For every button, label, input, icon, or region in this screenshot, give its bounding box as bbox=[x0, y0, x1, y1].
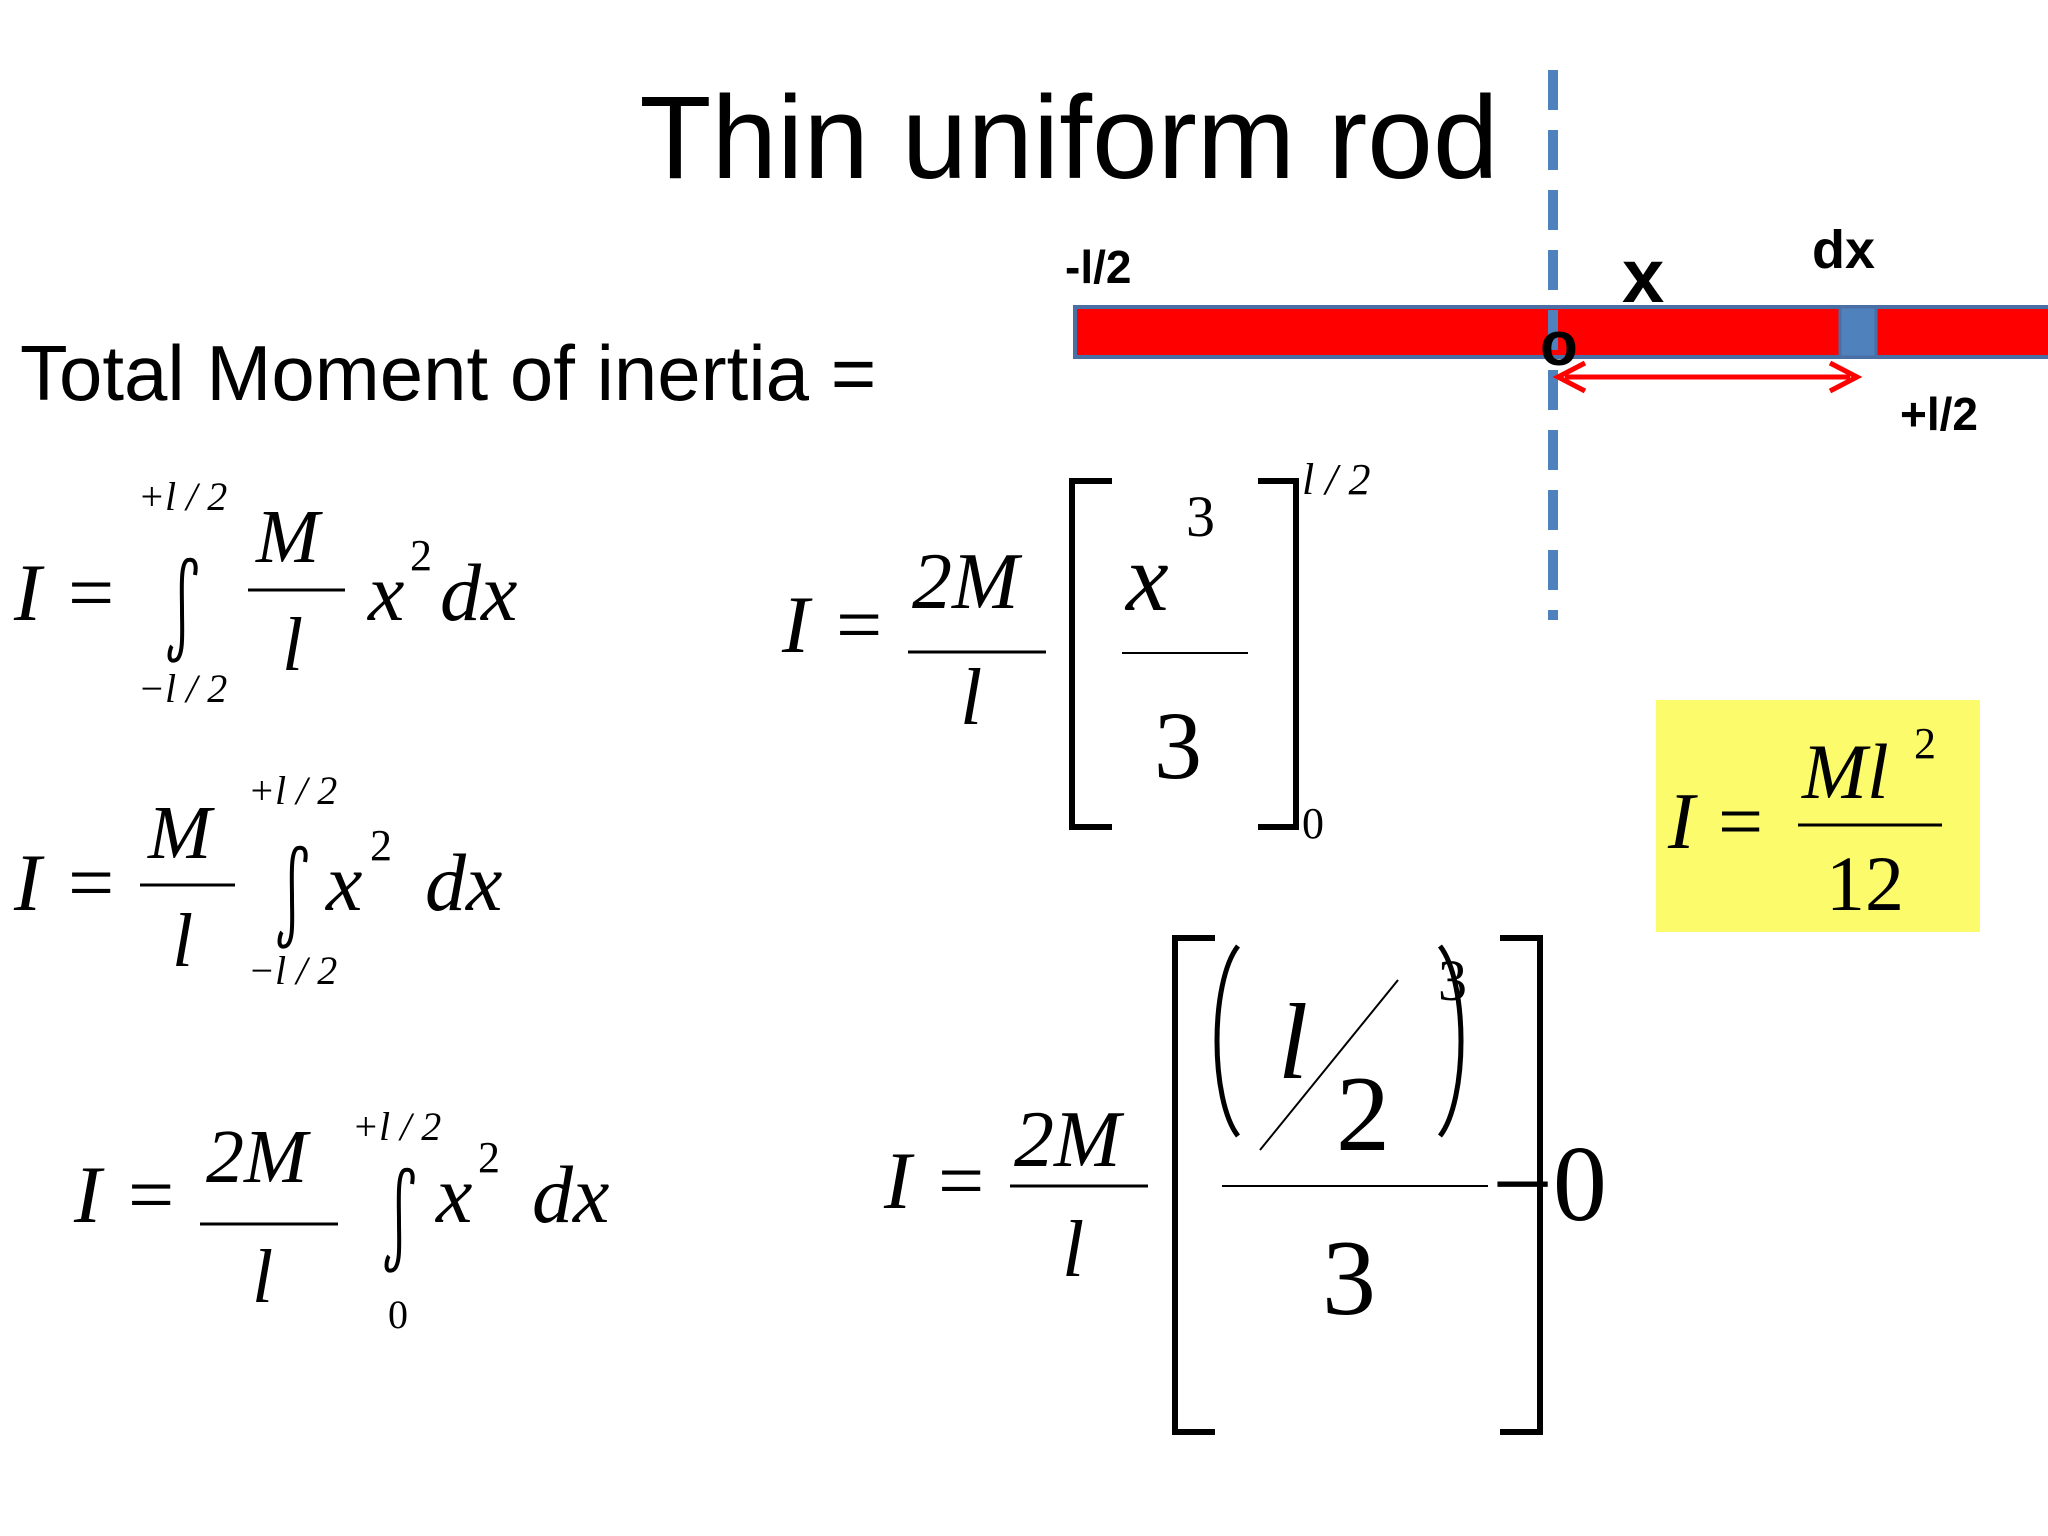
eq5-l: l bbox=[1278, 983, 1308, 1102]
equation-5: I = 2M l l 2 3 3 −0 bbox=[883, 935, 1607, 1435]
eq3-equals: = bbox=[128, 1149, 174, 1240]
eq3-lhs: I bbox=[73, 1149, 105, 1240]
eq1-dx: dx bbox=[440, 547, 517, 638]
eq4-inner-exponent: 3 bbox=[1186, 484, 1215, 549]
eq1-exponent: 2 bbox=[410, 531, 432, 580]
result-equals: = bbox=[1718, 778, 1763, 866]
eq2-integral-sign bbox=[277, 845, 308, 949]
eq5-two: 2 bbox=[1336, 1055, 1390, 1174]
equation-4: I = 2M l x 3 3 l / 2 0 bbox=[781, 455, 1370, 848]
eq4-denominator: l bbox=[960, 654, 982, 742]
arrow-head-right bbox=[1828, 360, 1863, 394]
element-label: dx bbox=[1812, 220, 1875, 280]
eq5-exponent: 3 bbox=[1438, 948, 1467, 1013]
result-highlight-box bbox=[1656, 700, 1980, 932]
eq3-dx: dx bbox=[532, 1149, 609, 1240]
eq2-upper-limit: +l / 2 bbox=[248, 768, 337, 813]
eq1-equals: = bbox=[68, 547, 114, 638]
eq4-lower-limit: 0 bbox=[1302, 799, 1324, 848]
eq3-numerator: 2M bbox=[206, 1115, 311, 1199]
eq5-right-bracket bbox=[1500, 935, 1543, 1435]
left-end-label: -l/2 bbox=[1065, 241, 1131, 293]
eq4-numerator: 2M bbox=[912, 538, 1023, 626]
total-moment-heading: Total Moment of inertia = bbox=[20, 329, 877, 417]
equation-3: I = 2M l +l / 2 0 x 2 dx bbox=[73, 1104, 609, 1337]
eq1-lhs: I bbox=[13, 547, 45, 638]
result-exponent: 2 bbox=[1914, 719, 1936, 768]
eq5-numerator: 2M bbox=[1014, 1096, 1125, 1184]
eq4-left-bracket bbox=[1069, 478, 1112, 830]
eq5-equals: = bbox=[938, 1135, 984, 1226]
eq5-minus-zero: −0 bbox=[1492, 1125, 1607, 1244]
eq2-lower-limit: −l / 2 bbox=[248, 948, 337, 993]
eq1-denominator: l bbox=[282, 603, 303, 687]
eq2-denominator: l bbox=[172, 899, 193, 983]
eq5-lhs: I bbox=[883, 1135, 915, 1226]
eq2-dx: dx bbox=[425, 837, 502, 928]
result-equation: I = Ml 2 12 bbox=[1667, 719, 1942, 927]
position-label: x bbox=[1622, 234, 1664, 319]
element-dx bbox=[1838, 305, 1878, 359]
eq4-right-bracket bbox=[1258, 478, 1299, 830]
eq1-integral-sign bbox=[167, 557, 198, 663]
eq5-right-paren bbox=[1437, 944, 1464, 1138]
arrow-head-left bbox=[1552, 360, 1587, 394]
eq1-lower-limit: −l / 2 bbox=[138, 666, 227, 711]
eq2-exponent: 2 bbox=[370, 821, 392, 870]
origin-label: o bbox=[1540, 310, 1578, 379]
eq4-equals: = bbox=[836, 579, 882, 670]
eq3-lower-limit: 0 bbox=[388, 1292, 408, 1337]
eq5-inner-denominator: 3 bbox=[1322, 1219, 1376, 1338]
eq2-equals: = bbox=[68, 837, 114, 928]
result-numerator: Ml bbox=[1801, 728, 1889, 815]
eq4-lhs: I bbox=[781, 579, 813, 670]
rod-bar bbox=[1073, 305, 2048, 359]
eq1-x: x bbox=[367, 547, 404, 638]
result-denominator: 12 bbox=[1826, 840, 1904, 927]
eq1-numerator: M bbox=[255, 495, 323, 579]
equation-1: I = +l / 2 −l / 2 M l x 2 dx bbox=[13, 474, 517, 711]
eq5-left-paren bbox=[1214, 944, 1241, 1138]
eq4-inner-numerator: x bbox=[1124, 524, 1169, 631]
eq5-slash bbox=[1259, 979, 1399, 1151]
eq1-upper-limit: +l / 2 bbox=[138, 474, 227, 519]
right-end-label: +l/2 bbox=[1900, 388, 1978, 440]
result-lhs: I bbox=[1667, 778, 1698, 866]
eq2-x: x bbox=[325, 837, 362, 928]
equation-2: I = M l +l / 2 −l / 2 x 2 dx bbox=[13, 768, 502, 993]
eq3-x: x bbox=[435, 1149, 472, 1240]
eq4-inner-denominator: 3 bbox=[1154, 692, 1202, 799]
eq4-upper-limit: l / 2 bbox=[1302, 455, 1370, 504]
eq2-lhs: I bbox=[13, 837, 45, 928]
eq3-denominator: l bbox=[252, 1235, 273, 1319]
eq3-exponent: 2 bbox=[478, 1133, 500, 1182]
slide-title: Thin uniform rod bbox=[639, 72, 1499, 204]
eq5-left-bracket bbox=[1172, 935, 1215, 1435]
eq2-numerator: M bbox=[147, 791, 215, 875]
eq5-denominator: l bbox=[1062, 1206, 1084, 1294]
eq3-upper-limit: +l / 2 bbox=[352, 1104, 441, 1149]
eq3-integral-sign bbox=[384, 1167, 415, 1273]
